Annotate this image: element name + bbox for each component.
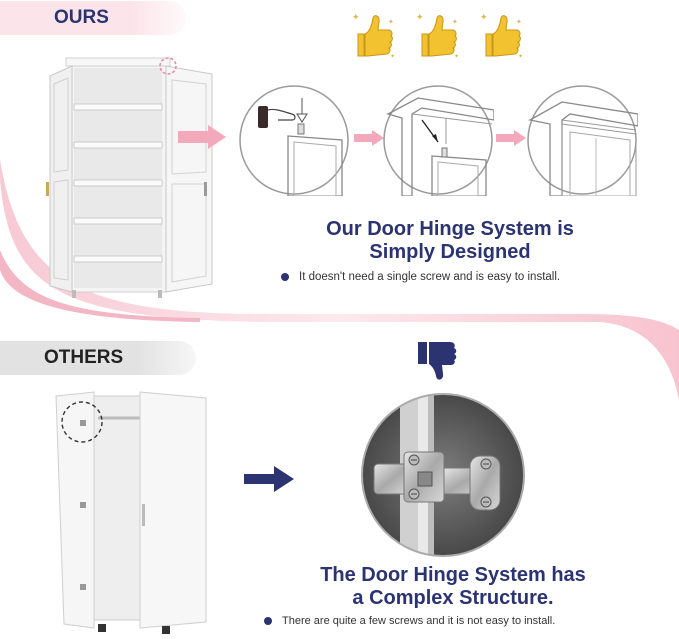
ours-bullet-text: It doesn't need a single screw and is ea…: [299, 271, 561, 283]
svg-text:✦: ✦: [452, 18, 458, 26]
thumbs-up-icon: ✦ ✦ ✦: [416, 12, 459, 60]
others-tab: OTHERS: [0, 341, 196, 375]
ours-bullet: It doesn't need a single screw and is ea…: [281, 271, 560, 283]
install-step-3-image: [527, 85, 638, 196]
ours-tab-label: OURS: [54, 7, 109, 28]
svg-text:✦: ✦: [416, 12, 424, 22]
pink-arrow-icon: [178, 125, 226, 149]
pink-arrow-icon: [496, 130, 526, 146]
thumbs-down-icon: [418, 342, 457, 380]
ours-headline-line2: Simply Designed: [369, 241, 531, 263]
svg-text:✦: ✦: [518, 53, 523, 60]
bullet-dot: [281, 273, 289, 281]
svg-text:✦: ✦: [352, 12, 360, 22]
others-bullet: There are quite a few screws and it is n…: [264, 615, 555, 627]
others-tab-label: OTHERS: [44, 347, 124, 368]
bullet-dot: [264, 617, 272, 625]
install-step-1-image: [239, 85, 349, 196]
thumbs-up-icon: ✦ ✦ ✦: [352, 12, 395, 60]
svg-text:✦: ✦: [516, 18, 522, 26]
ours-headline-line1: Our Door Hinge System is: [326, 218, 574, 240]
ours-headline: Our Door Hinge System is Simply Designed: [280, 218, 620, 264]
thumbs-up-icon: ✦ ✦ ✦: [480, 12, 523, 60]
others-headline: The Door Hinge System has a Complex Stru…: [282, 564, 624, 610]
svg-text:✦: ✦: [454, 53, 459, 60]
navy-arrow-icon: [244, 466, 294, 492]
ours-tab: OURS: [0, 1, 186, 35]
svg-text:✦: ✦: [480, 12, 488, 22]
others-bullet-text: There are quite a few screws and it is n…: [282, 615, 556, 627]
others-headline-line1: The Door Hinge System has: [320, 564, 586, 586]
svg-text:✦: ✦: [390, 53, 395, 60]
complex-hinge-closeup-image: [361, 393, 525, 557]
others-headline-line2: a Complex Structure.: [352, 587, 554, 609]
install-step-2-image: [383, 85, 494, 196]
our-cabinet-image: [46, 57, 213, 298]
others-cabinet-image: [55, 391, 207, 634]
pink-arrow-icon: [354, 130, 384, 146]
svg-text:✦: ✦: [388, 18, 394, 26]
